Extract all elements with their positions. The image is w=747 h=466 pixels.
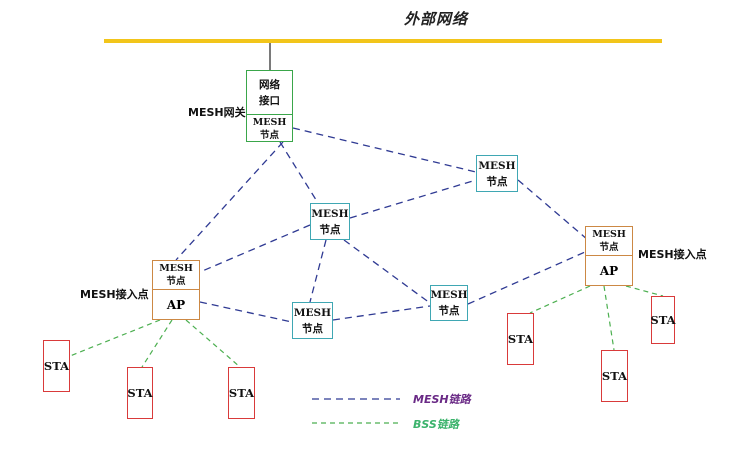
ap-node-text: MESH 节点 [592,229,626,253]
ap-mesh-node: MESH 节点 [153,261,199,290]
mesh-link [517,179,589,241]
legend-bss-link: BSS链路 [413,418,459,431]
ap-node-text: MESH 节点 [159,263,193,287]
mesh-link [292,127,477,173]
mesh-gateway: 网络 接口 MESH 节点 [246,70,293,142]
bss-link [69,319,161,357]
mesh-access-point-label: MESH接入点 [638,248,707,261]
station: STA [127,367,153,419]
external-network-title: 外部网络 [404,10,469,28]
ap-mesh-node: MESH 节点 [586,227,632,256]
gateway-interface-text: 网络 接口 [259,78,280,107]
station: STA [507,313,534,365]
mesh-link [309,239,327,303]
mesh-node: MESH 节点 [476,155,518,192]
bss-links [69,285,664,368]
gateway-node-text: MESH 节点 [252,116,287,141]
mesh-node: MESH 节点 [292,302,333,339]
mesh-link [199,301,293,323]
mesh-node-text: MESH 节点 [478,159,516,188]
mesh-access-point-label: MESH接入点 [80,288,149,301]
mesh-link [343,239,435,307]
mesh-link [175,141,284,261]
station: STA [601,350,628,402]
mesh-node-text: MESH 节点 [311,207,349,236]
bss-link [529,285,591,314]
mesh-access-point: MESH 节点 AP [585,226,633,286]
bss-link [625,285,664,297]
mesh-gateway-label: MESH网关 [188,106,246,119]
mesh-link [199,224,311,273]
bss-link [141,319,173,368]
mesh-node: MESH 节点 [430,285,468,321]
mesh-access-point: MESH 节点 AP [152,260,200,320]
bss-link [603,285,615,351]
station: STA [43,340,70,392]
station: STA [650,296,676,344]
ap-label: AP [599,264,619,278]
mesh-links [175,127,589,323]
gateway-network-interface: 网络 接口 [247,71,292,115]
mesh-link [349,179,477,219]
ap-label: AP [166,298,186,312]
station: STA [228,367,255,419]
mesh-node-text: MESH 节点 [430,289,468,317]
gateway-mesh-node: MESH 节点 [247,115,292,142]
mesh-node: MESH 节点 [310,203,350,240]
mesh-link [467,251,586,305]
mesh-link [279,141,319,204]
mesh-node-text: MESH 节点 [293,306,332,335]
legend-mesh-link: MESH链路 [413,393,471,406]
mesh-link [332,305,431,321]
bss-link [185,319,241,368]
